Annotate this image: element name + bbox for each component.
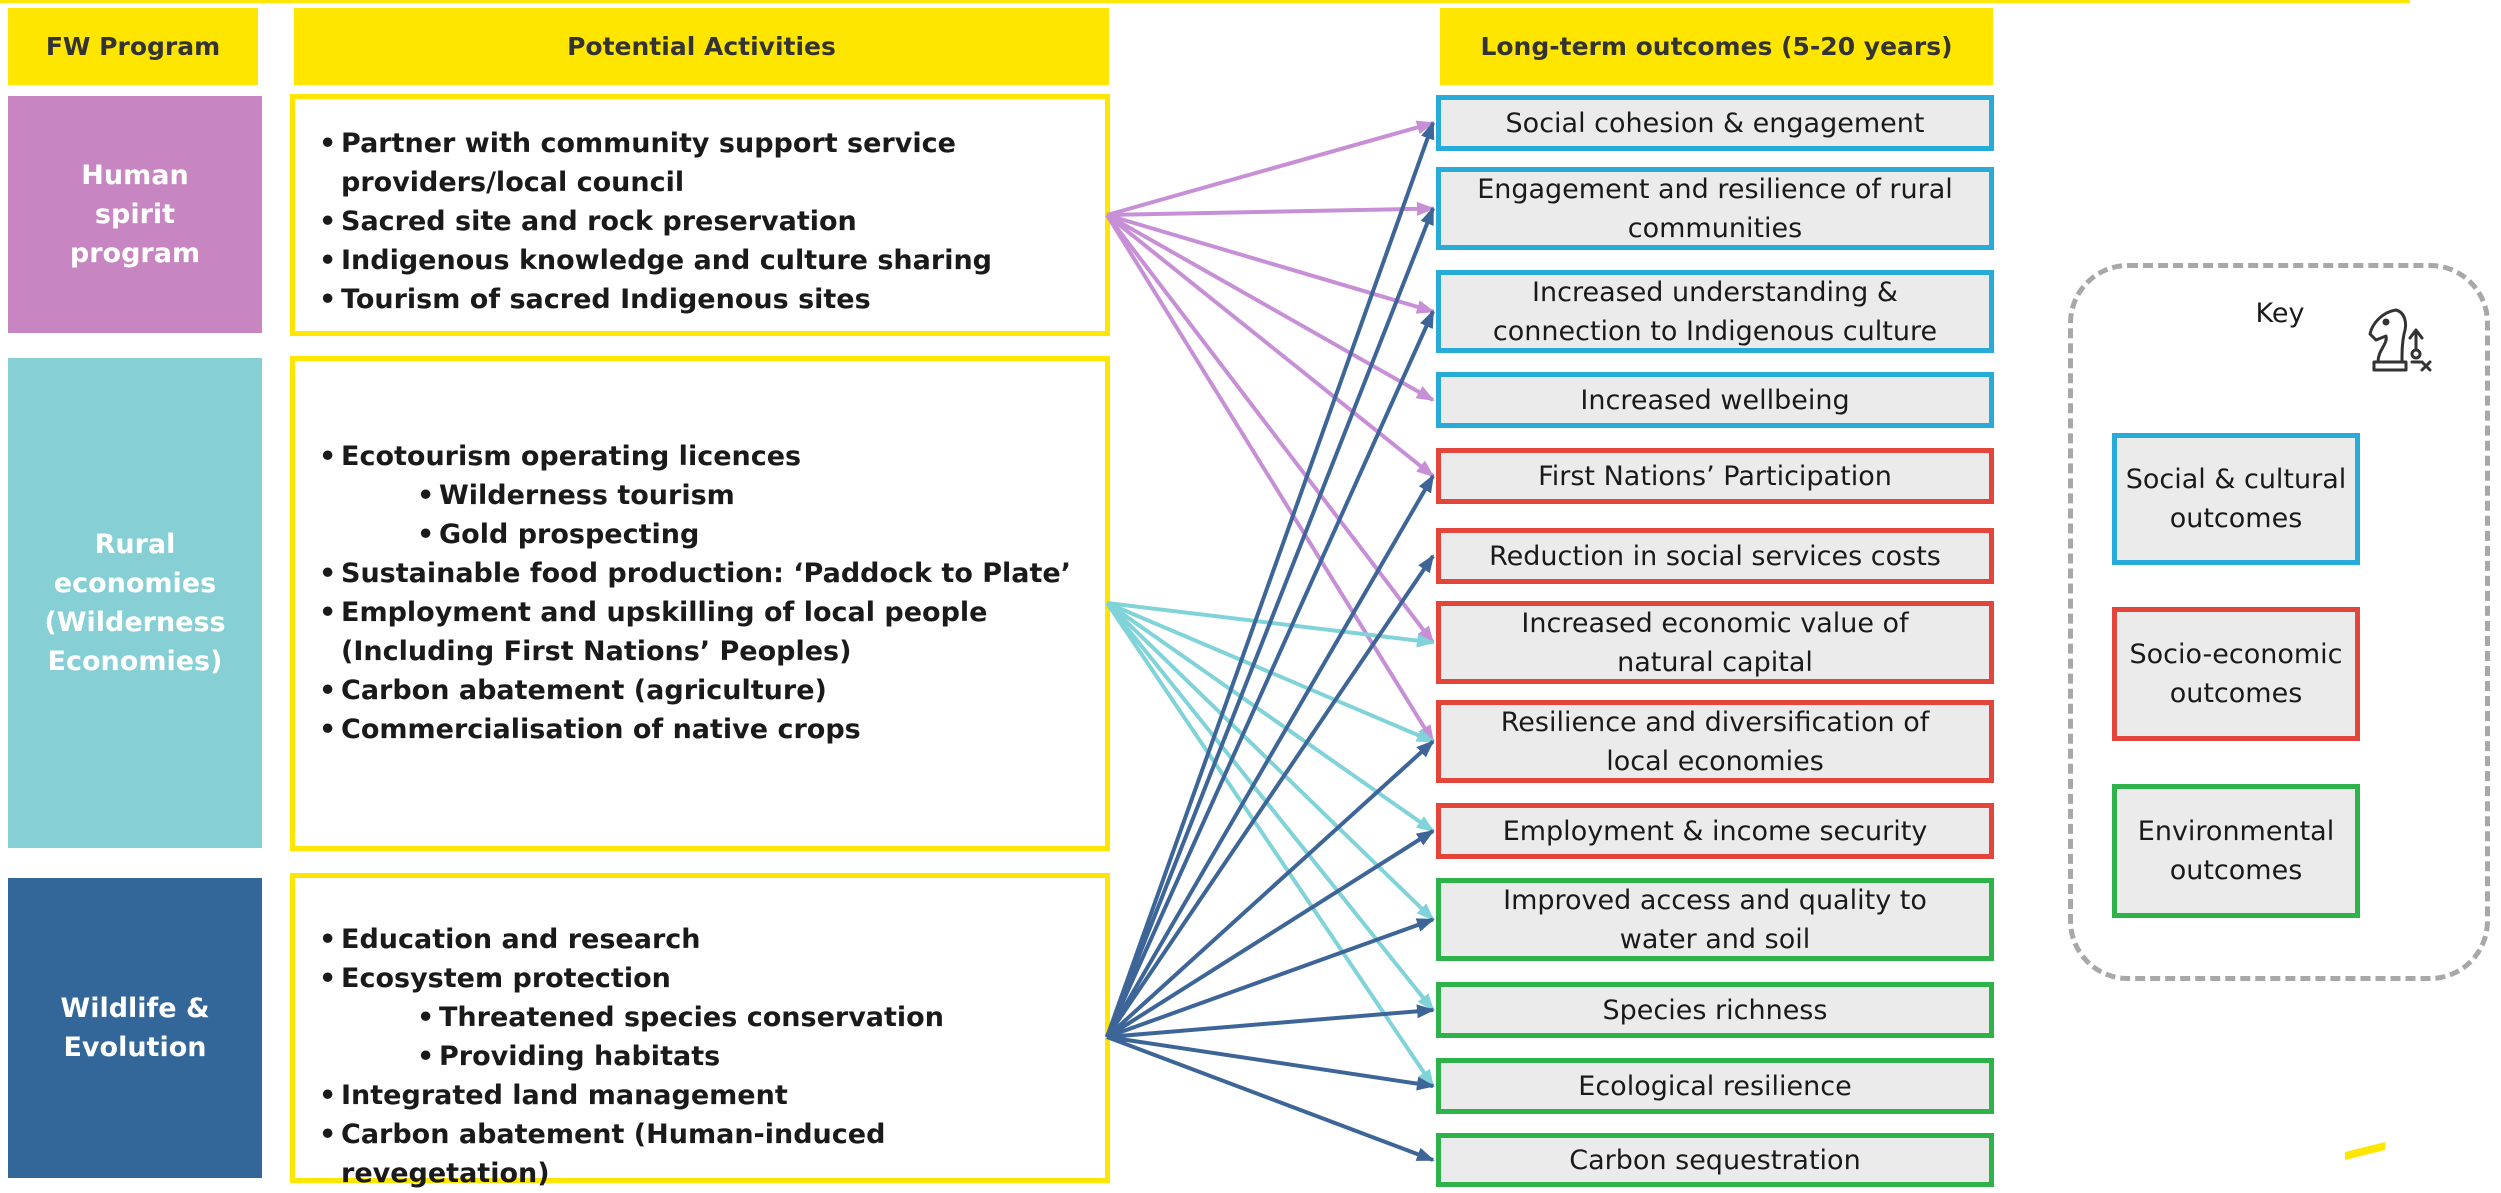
activity-item: Sustainable food production: ‘Paddock to… xyxy=(311,554,1097,593)
outcome-box: Social cohesion & engagement xyxy=(1436,95,1994,151)
activities-rural-economies: Ecotourism operating licences Wilderness… xyxy=(290,356,1110,851)
connector-arrow xyxy=(1105,206,1435,1038)
connector-arrow xyxy=(1106,120,1435,217)
outcome-box: Increased economic value of natural capi… xyxy=(1436,601,1994,684)
activity-item: Partner with community support service p… xyxy=(311,124,961,202)
activities-list: Ecotourism operating licences Wilderness… xyxy=(311,437,1097,749)
activity-subitem: Wilderness tourism xyxy=(311,476,1097,515)
activities-list: Partner with community support service p… xyxy=(311,124,1097,319)
activity-item: Education and research xyxy=(311,920,1097,959)
connector-arrow xyxy=(1105,601,1435,921)
key-title: Key xyxy=(2255,298,2305,329)
activity-item: Commercialisation of native crops xyxy=(311,710,1097,749)
connector-arrow xyxy=(1105,740,1435,1039)
connector-arrow xyxy=(1106,917,1435,1039)
connector-arrow xyxy=(1105,309,1435,1038)
activities-human-spirit: Partner with community support service p… xyxy=(290,94,1110,336)
header-fw-program: FW Program xyxy=(8,8,258,85)
activities-wildlife-evolution: Education and research Ecosystem protect… xyxy=(290,873,1110,1189)
outcome-box: Carbon sequestration xyxy=(1436,1133,1994,1187)
key-socio-economic: Socio-economic outcomes xyxy=(2112,607,2360,741)
key-social-cultural: Social & cultural outcomes xyxy=(2112,433,2360,565)
activity-subitem: Threatened species conservation xyxy=(311,998,1097,1037)
connector-arrow xyxy=(1105,601,1435,1012)
activity-subitem: Providing habitats xyxy=(311,1037,1097,1076)
activity-item: Tourism of sacred Indigenous sites xyxy=(311,280,1097,319)
outcome-box: Species richness xyxy=(1436,982,1994,1038)
top-accent-line xyxy=(0,0,2410,3)
outcome-box: Employment & income security xyxy=(1436,803,1994,859)
key-environmental: Environmental outcomes xyxy=(2112,784,2360,918)
connector-arrow xyxy=(1105,601,1435,1088)
connector-arrow xyxy=(1106,213,1435,314)
outcome-box: Increased wellbeing xyxy=(1436,372,1994,428)
chess-knight-strategy-icon xyxy=(2362,300,2432,380)
connector-arrow xyxy=(1106,1035,1435,1162)
activity-item: Carbon abatement (agriculture) xyxy=(311,671,1097,710)
outcome-box: Increased understanding & connection to … xyxy=(1436,270,1994,353)
program-wildlife-evolution: Wildlife & Evolution xyxy=(8,878,262,1178)
activity-item: Integrated land management xyxy=(311,1076,1097,1115)
activity-item: Ecosystem protection xyxy=(311,959,1097,998)
activity-item: Indigenous knowledge and culture sharing xyxy=(311,241,1097,280)
header-long-term-outcomes: Long-term outcomes (5-20 years) xyxy=(1440,8,1993,85)
outcome-box: Ecological resilience xyxy=(1436,1058,1994,1114)
activity-item: Carbon abatement (Human-induced revegeta… xyxy=(311,1115,1097,1193)
outcome-box: Engagement and resilience of rural commu… xyxy=(1436,167,1994,250)
outcome-box: Improved access and quality to water and… xyxy=(1436,878,1994,961)
arrow-group xyxy=(1105,120,1435,1162)
program-rural-economies: Rural economies (Wilderness Economies) xyxy=(8,358,262,848)
connector-arrow xyxy=(1105,213,1435,744)
connector-arrow xyxy=(1105,829,1435,1039)
header-potential-activities: Potential Activities xyxy=(294,8,1109,85)
outcome-box: Resilience and diversification of local … xyxy=(1436,700,1994,783)
activities-list: Education and research Ecosystem protect… xyxy=(311,920,1097,1193)
program-human-spirit: Human spirit program xyxy=(8,96,262,333)
connector-arrow xyxy=(1105,121,1435,1038)
activity-subitem: Gold prospecting xyxy=(311,515,1097,554)
activity-item: Employment and upskilling of local peopl… xyxy=(311,593,1031,671)
connector-arrow xyxy=(1105,554,1435,1039)
connector-arrow xyxy=(1106,1035,1435,1091)
connector-arrow xyxy=(1106,201,1435,217)
connector-arrow xyxy=(1105,474,1435,1039)
activity-item: Ecotourism operating licences xyxy=(311,437,1097,476)
outcome-box: Reduction in social services costs xyxy=(1436,528,1994,584)
connector-arrow xyxy=(1106,1004,1435,1039)
connector-arrow xyxy=(1106,213,1435,402)
outcome-box: First Nations’ Participation xyxy=(1436,448,1994,504)
activity-item: Sacred site and rock preservation xyxy=(311,202,1097,241)
